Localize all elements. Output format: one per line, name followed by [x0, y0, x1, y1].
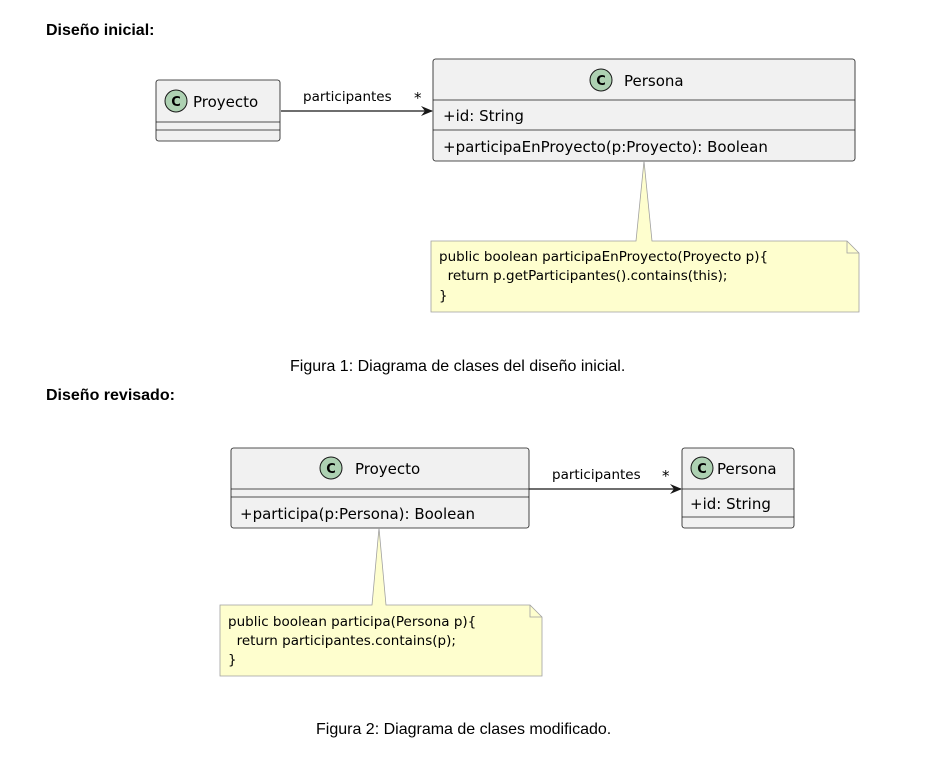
method-participa: +participa(p:Persona): Boolean [240, 505, 475, 523]
class-icon: C [164, 89, 188, 113]
note-line-1: public boolean participaEnProyecto(Proye… [439, 249, 768, 265]
note-line-3: } [228, 652, 237, 668]
svg-text:C: C [171, 95, 181, 110]
class-icon: C [690, 456, 714, 480]
figure2-caption: Figura 2: Diagrama de clases modificado. [316, 721, 612, 738]
class-name: Proyecto [355, 460, 420, 478]
association-multiplicity: * [662, 467, 670, 485]
fig2-note: public boolean participa(Persona p){ ret… [219, 527, 543, 677]
association-label: participantes [552, 467, 641, 483]
figure1-heading: Diseño inicial: [46, 22, 155, 39]
method-participaEnProyecto: +participaEnProyecto(p:Proyecto): Boolea… [443, 138, 768, 156]
association-label: participantes [303, 89, 392, 105]
note-line-2: return p.getParticipantes().contains(thi… [439, 268, 727, 284]
attribute-id: +id: String [690, 495, 771, 513]
fig2-association: participantes * [529, 467, 682, 494]
association-multiplicity: * [414, 89, 422, 107]
fig1-class-proyecto[interactable]: C Proyecto [155, 79, 281, 142]
note-line-2: return participantes.contains(p); [228, 633, 456, 649]
figure1-caption: Figura 1: Diagrama de clases del diseño … [290, 358, 626, 375]
fig1-association: participantes * [281, 89, 433, 116]
fig1-note: public boolean participaEnProyecto(Proye… [430, 160, 860, 313]
class-name: Persona [624, 72, 684, 90]
fig2-class-proyecto[interactable]: C Proyecto +participa(p:Persona): Boolea… [230, 447, 530, 529]
svg-text:C: C [697, 462, 707, 477]
note-line-1: public boolean participa(Persona p){ [228, 614, 476, 630]
note-line-3: } [439, 288, 448, 304]
class-name: Persona [717, 460, 777, 478]
figure2-heading: Diseño revisado: [46, 387, 175, 404]
svg-text:C: C [326, 462, 336, 477]
class-icon: C [319, 456, 343, 480]
fig1-class-persona[interactable]: C Persona +id: String +participaEnProyec… [432, 58, 856, 162]
attribute-id: +id: String [443, 107, 524, 125]
class-name: Proyecto [193, 93, 258, 111]
fig2-class-persona[interactable]: C Persona +id: String [681, 447, 795, 529]
class-icon: C [589, 68, 613, 92]
svg-text:C: C [596, 74, 606, 89]
